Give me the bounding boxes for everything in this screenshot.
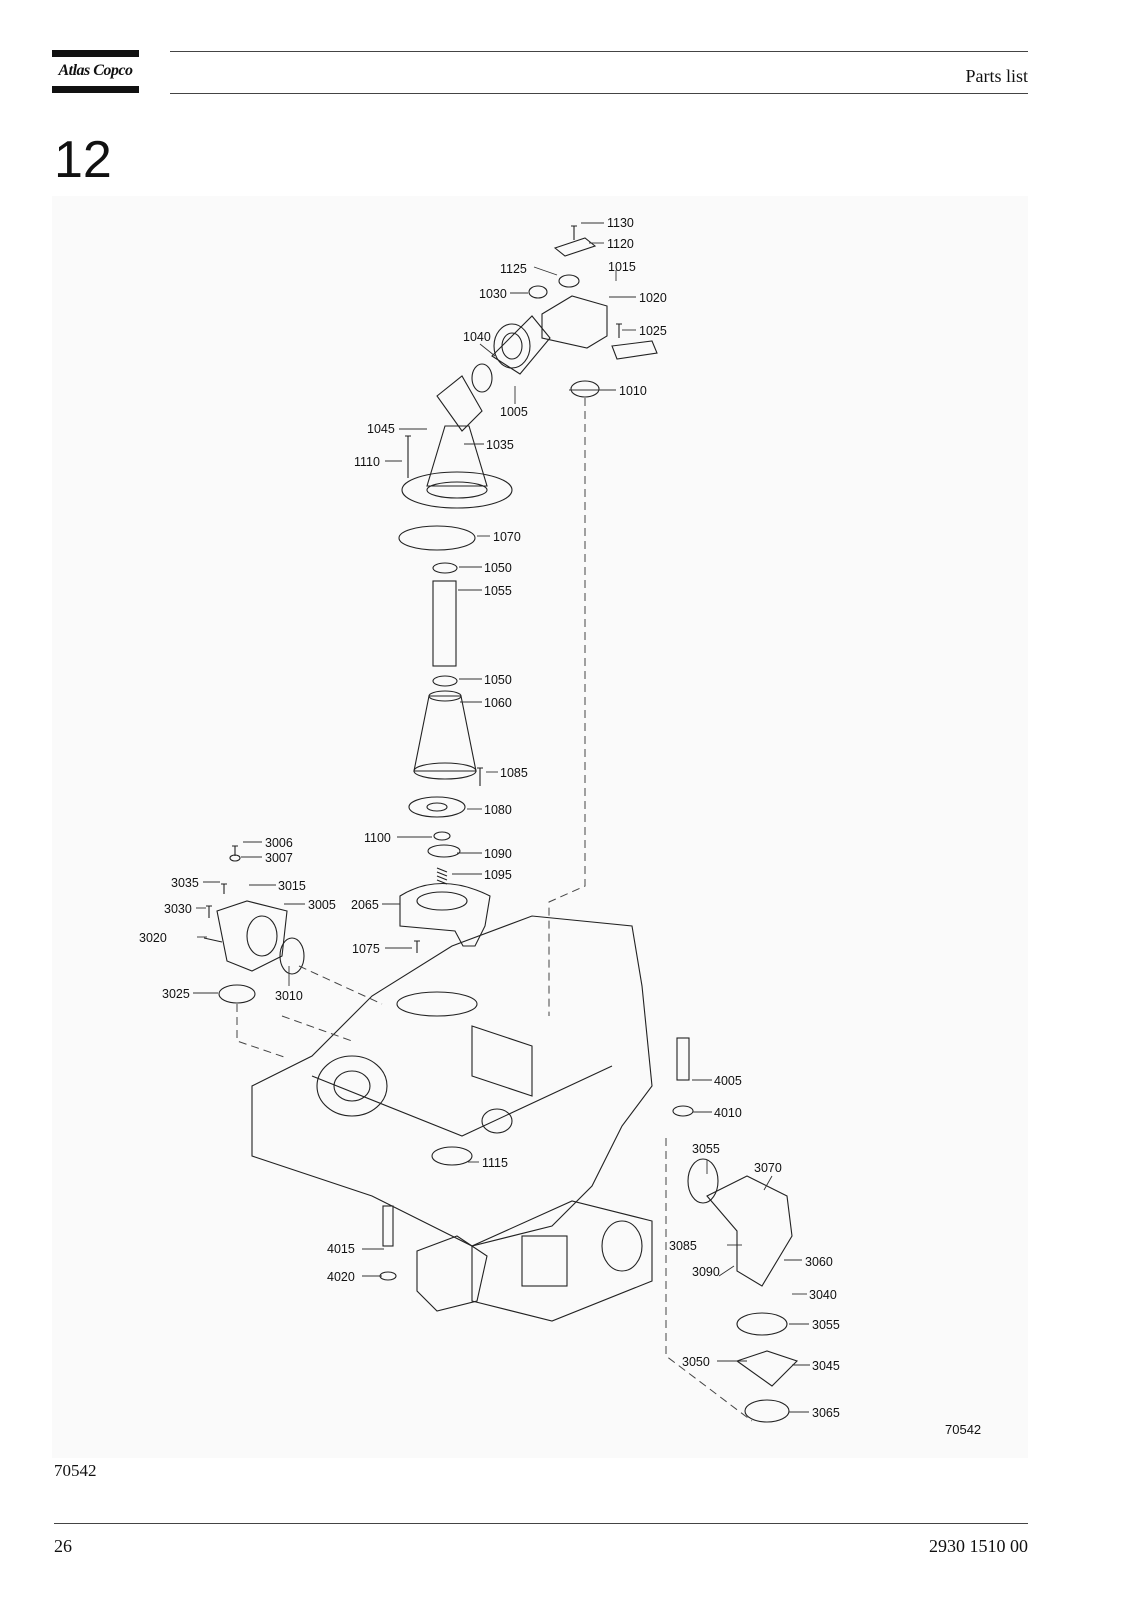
callout: 1020 — [639, 291, 667, 305]
callout: 4010 — [714, 1106, 742, 1120]
callout: 4005 — [714, 1074, 742, 1088]
brand-name: Atlas Copco — [58, 62, 133, 79]
callout: 3030 — [164, 902, 192, 916]
callout: 3055 — [692, 1142, 720, 1156]
chapter-number: 12 — [54, 131, 112, 189]
callout: 1040 — [463, 330, 491, 344]
callout: 1050 — [484, 673, 512, 687]
callout: 1005 — [500, 405, 528, 419]
figure-id-caption: 70542 — [54, 1461, 97, 1480]
callout: 3065 — [812, 1406, 840, 1420]
document-number: 2930 1510 00 — [929, 1536, 1028, 1556]
callout: 3060 — [805, 1255, 833, 1269]
callout: 3035 — [171, 876, 199, 890]
callout: 1120 — [607, 237, 634, 251]
exploded-parts-diagram: 1130 1120 1125 1015 1030 1020 1025 1040 … — [52, 196, 1028, 1458]
callout: 3010 — [275, 989, 303, 1003]
callout: 3090 — [692, 1265, 720, 1279]
header-rule-top — [170, 51, 1028, 52]
callout: 1055 — [484, 584, 512, 598]
callout: 1110 — [354, 455, 380, 469]
callout: 2065 — [351, 898, 379, 912]
callout: 1090 — [484, 847, 512, 861]
callout: 4015 — [327, 1242, 355, 1256]
callout: 3020 — [139, 931, 167, 945]
callout: 3025 — [162, 987, 190, 1001]
callout: 3005 — [308, 898, 336, 912]
callout: 1010 — [619, 384, 647, 398]
callout: 1075 — [352, 942, 380, 956]
callout: 1095 — [484, 868, 512, 882]
page-number: 26 — [54, 1536, 72, 1556]
header-rule-bottom — [170, 93, 1028, 94]
diagram-drawing: 1130 1120 1125 1015 1030 1020 1025 1040 … — [139, 216, 840, 1423]
callout: 1035 — [486, 438, 514, 452]
footer-rule — [54, 1523, 1028, 1524]
callout: 1050 — [484, 561, 512, 575]
atlas-copco-logo: Atlas Copco — [52, 50, 139, 93]
callout: 3050 — [682, 1355, 710, 1369]
callout: 1085 — [500, 766, 528, 780]
callout: 3085 — [669, 1239, 697, 1253]
callout: 1030 — [479, 287, 507, 301]
figure-id-inner: 70542 — [945, 1422, 982, 1437]
callout: 1100 — [364, 831, 391, 845]
callout: 3006 — [265, 836, 293, 850]
callout: 1115 — [482, 1156, 508, 1170]
callout: 1125 — [500, 262, 527, 276]
callout: 3055 — [812, 1318, 840, 1332]
callout: 4020 — [327, 1270, 355, 1284]
callout: 3045 — [812, 1359, 840, 1373]
callout: 3015 — [278, 879, 306, 893]
callout: 3007 — [265, 851, 293, 865]
callout: 1070 — [493, 530, 521, 544]
callout: 1130 — [607, 216, 634, 230]
callout: 1045 — [367, 422, 395, 436]
callout: 1015 — [608, 260, 636, 274]
callout: 1025 — [639, 324, 667, 338]
callout: 1060 — [484, 696, 512, 710]
callout: 1080 — [484, 803, 512, 817]
header-title: Parts list — [965, 66, 1028, 86]
callout: 3070 — [754, 1161, 782, 1175]
callout: 3040 — [809, 1288, 837, 1302]
